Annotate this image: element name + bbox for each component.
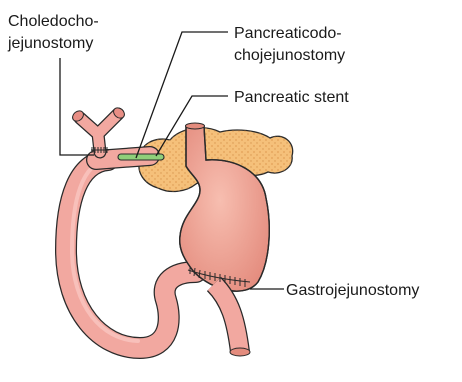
gastro-label: Gastrojejunostomy <box>286 282 419 299</box>
choledocho-label-line2: jejunostomy <box>7 35 93 52</box>
choledocho-leader <box>60 58 94 155</box>
stent-label: Pancreatic stent <box>234 89 349 106</box>
pancreatico-label-line1: Pancreaticodo- <box>234 25 342 42</box>
efferent-limb <box>214 284 250 356</box>
choledocho-label-line1: Choledocho- <box>8 13 99 30</box>
bile-duct <box>71 106 127 152</box>
pancreatico-label-line2: chojejunostomy <box>234 47 345 64</box>
